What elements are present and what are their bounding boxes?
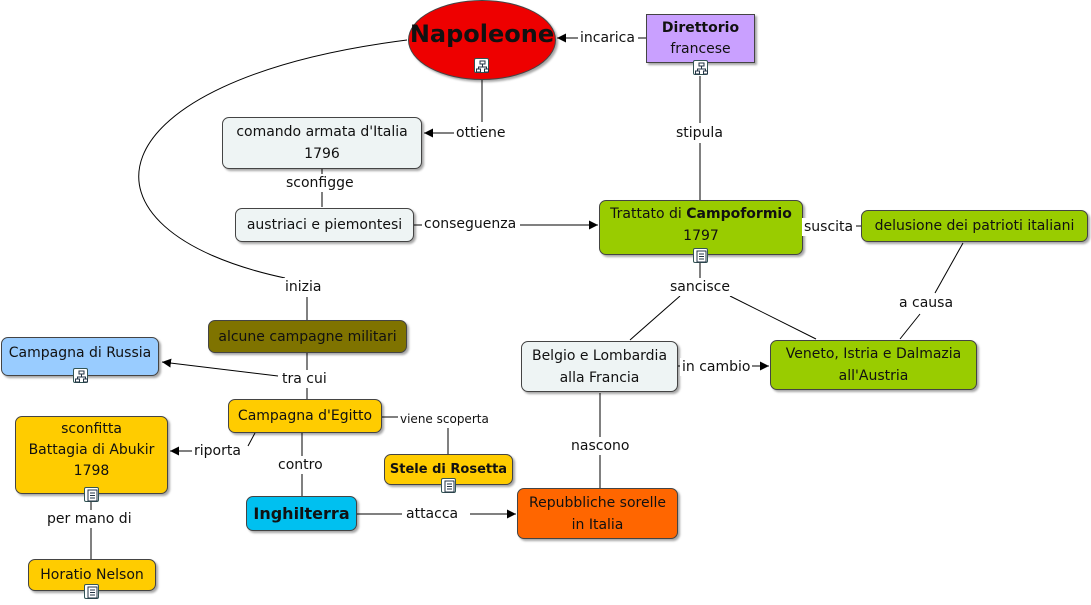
- link-ottiene: ottiene: [454, 124, 508, 142]
- node-trattato-name: Campoformio: [686, 205, 792, 222]
- link-contro: contro: [276, 456, 325, 474]
- node-campagne[interactable]: alcune campagne militari: [208, 320, 407, 353]
- document-icon[interactable]: [84, 584, 99, 599]
- link-riporta: riporta: [192, 442, 243, 460]
- node-trattato-prefix: Trattato di: [610, 205, 687, 222]
- link-nascono: nascono: [569, 437, 632, 455]
- link-a-causa: a causa: [897, 294, 956, 312]
- link-in-cambio: in cambio: [680, 358, 753, 376]
- node-delusione-text: delusione dei patrioti italiani: [874, 218, 1075, 234]
- line-napoleone-inizia: [138, 39, 408, 279]
- node-austriaci-text: austriaci e piemontesi: [246, 217, 403, 233]
- line-egitto-riporta: [247, 432, 256, 447]
- node-direttorio[interactable]: Direttorio francese: [646, 14, 755, 63]
- node-direttorio-line1: Direttorio: [661, 19, 740, 36]
- node-veneto[interactable]: Veneto, Istria e Dalmazia all'Austria: [770, 340, 977, 390]
- node-belgio[interactable]: Belgio e Lombardia alla Francia: [521, 341, 678, 392]
- node-belgio-line1: Belgio e Lombardia: [531, 347, 668, 364]
- node-comando-line1: comando armata d'Italia: [236, 124, 408, 140]
- link-attacca: attacca: [404, 505, 461, 523]
- node-repubbliche-line2: in Italia: [571, 516, 624, 533]
- node-abukir[interactable]: sconfitta Battagia di Abukir 1798: [15, 416, 168, 494]
- node-abukir-line1: sconfitta: [61, 420, 122, 437]
- node-abukir-line2: Battagia di Abukir: [28, 441, 155, 458]
- node-veneto-line2: all'Austria: [838, 368, 909, 384]
- link-per-mano-di: per mano di: [45, 510, 134, 528]
- line-sancisce-veneto: [729, 295, 817, 340]
- link-tra-cui: tra cui: [280, 370, 329, 388]
- node-repubbliche[interactable]: Repubbliche sorelle in Italia: [517, 488, 678, 539]
- node-egitto[interactable]: Campagna d'Egitto: [228, 399, 382, 433]
- node-rosetta-text: Stele di Rosetta: [389, 461, 508, 477]
- link-sconfigge: sconfigge: [284, 174, 356, 192]
- node-nelson-text: Horatio Nelson: [40, 567, 144, 583]
- node-direttorio-line2: francese: [670, 40, 731, 57]
- line-tracui-russia: [161, 358, 279, 377]
- node-inghilterra[interactable]: Inghilterra: [246, 496, 357, 531]
- link-inizia: inizia: [283, 278, 324, 296]
- node-veneto-line1: Veneto, Istria e Dalmazia: [785, 346, 962, 362]
- node-russia-text: Campagna di Russia: [8, 344, 152, 361]
- link-sancisce: sancisce: [668, 278, 732, 296]
- node-inghilterra-text: Inghilterra: [253, 503, 350, 523]
- node-repubbliche-line1: Repubbliche sorelle: [529, 494, 666, 511]
- document-icon[interactable]: [441, 478, 456, 493]
- line-delusione-acausa: [934, 242, 964, 294]
- node-austriaci[interactable]: austriaci e piemontesi: [235, 208, 414, 242]
- node-trattato-line1: Trattato di Campoformio: [610, 203, 792, 225]
- node-belgio-line2: alla Francia: [559, 369, 640, 386]
- node-comando-line2: 1796: [304, 146, 340, 162]
- document-icon[interactable]: [693, 248, 708, 263]
- node-abukir-line3: 1798: [73, 462, 110, 479]
- line-acausa-veneto: [899, 313, 921, 340]
- node-egitto-text: Campagna d'Egitto: [237, 408, 373, 424]
- concept-map-icon[interactable]: [474, 58, 489, 73]
- link-viene-scoperta: viene scoperta: [398, 410, 491, 428]
- link-conseguenza: conseguenza: [422, 215, 519, 233]
- document-icon[interactable]: [84, 487, 99, 502]
- node-comando[interactable]: comando armata d'Italia 1796: [222, 117, 422, 169]
- node-trattato-line2: 1797: [683, 227, 719, 244]
- link-stipula: stipula: [674, 124, 725, 142]
- node-russia[interactable]: Campagna di Russia: [1, 337, 159, 376]
- link-incarica: incarica: [578, 29, 637, 47]
- link-suscita: suscita: [802, 218, 856, 236]
- node-napoleone-text: Napoleone: [409, 20, 555, 48]
- node-campagne-text: alcune campagne militari: [218, 328, 397, 345]
- concept-map-icon[interactable]: [73, 368, 88, 383]
- node-delusione[interactable]: delusione dei patrioti italiani: [861, 210, 1088, 242]
- node-trattato[interactable]: Trattato di Campoformio 1797: [599, 200, 803, 255]
- line-sancisce-belgio: [629, 295, 681, 341]
- concept-map-icon[interactable]: [693, 60, 708, 75]
